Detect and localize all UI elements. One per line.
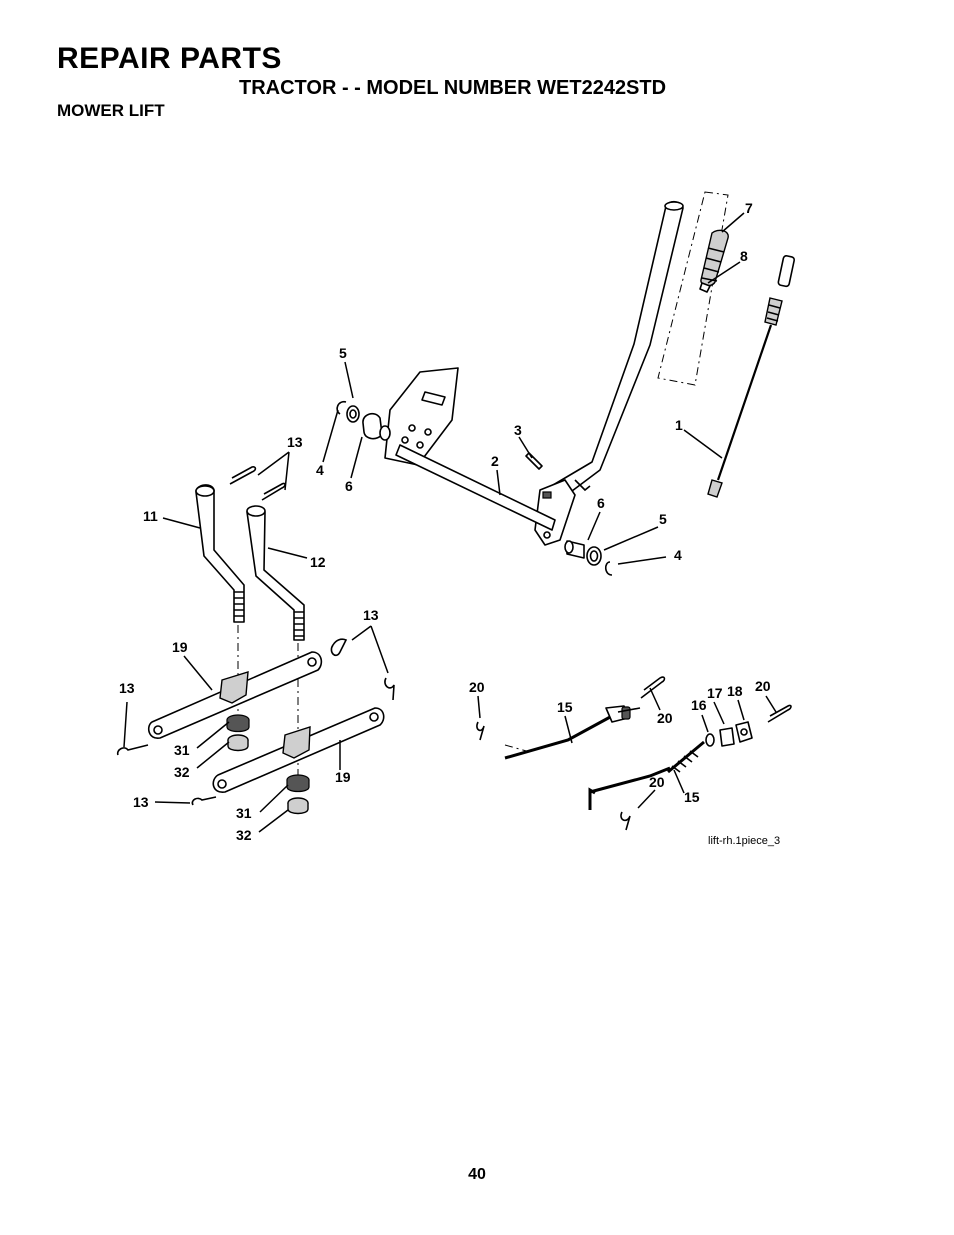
hairpin-clip-top-2 <box>261 482 286 501</box>
callout-19: 19 <box>172 639 188 655</box>
mounting-plate <box>384 367 459 466</box>
callout-20: 20 <box>755 678 771 694</box>
callout-31: 31 <box>174 742 190 758</box>
adjustment-rod-lower <box>588 740 705 810</box>
callout-12: 12 <box>310 554 326 570</box>
spacer-lower <box>286 774 310 793</box>
callout-13: 13 <box>287 434 303 450</box>
handle-grip-outline <box>657 191 729 386</box>
model-subtitle: TRACTOR - - MODEL NUMBER WET2242STD <box>239 77 667 99</box>
callout-20: 20 <box>657 710 673 726</box>
left-bushing-stack <box>336 400 391 441</box>
callout-32: 32 <box>236 827 252 843</box>
callout-2: 2 <box>491 453 499 469</box>
nut-upper <box>227 734 249 752</box>
hairpin-clip-left <box>116 744 149 756</box>
callout-8: 8 <box>740 248 748 264</box>
callout-16: 16 <box>691 697 707 713</box>
callout-20: 20 <box>469 679 485 695</box>
callout-13: 13 <box>133 794 149 810</box>
callout-1: 1 <box>675 417 683 433</box>
callout-13: 13 <box>363 607 379 623</box>
nut-17 <box>719 727 735 747</box>
hairpin-clip-bottom <box>191 796 217 806</box>
callout-4: 4 <box>316 462 324 478</box>
right-bushing-stack <box>564 540 613 576</box>
callout-31: 31 <box>236 805 252 821</box>
callout-4: 4 <box>674 547 682 563</box>
lift-shaft <box>395 444 556 531</box>
leader-lines <box>123 212 777 833</box>
hairpin-clip-mid-1 <box>330 638 348 657</box>
callout-7: 7 <box>745 200 753 216</box>
hairpin-clip-low-1 <box>476 721 485 741</box>
hairpin-clip-top-1 <box>229 466 257 485</box>
callout-18: 18 <box>727 683 743 699</box>
callout-32: 32 <box>174 764 190 780</box>
callout-3: 3 <box>514 422 522 438</box>
trunnion-18 <box>735 721 753 743</box>
page-number: 40 <box>468 1166 486 1183</box>
lift-lever <box>534 200 684 546</box>
callout-5: 5 <box>659 511 667 527</box>
lift-link-right <box>246 505 305 641</box>
callout-15: 15 <box>557 699 573 715</box>
callout-11: 11 <box>143 508 158 524</box>
page-title: REPAIR PARTS <box>57 42 282 75</box>
callout-5: 5 <box>339 345 347 361</box>
callout-15: 15 <box>684 789 700 805</box>
callout-20: 20 <box>649 774 665 790</box>
callout-6: 6 <box>345 478 353 494</box>
key <box>525 452 543 470</box>
section-heading: MOWER LIFT <box>57 101 165 120</box>
nut-lower <box>287 797 309 815</box>
adjustment-rod-upper <box>504 705 641 760</box>
hairpin-clip-low-3 <box>620 811 631 831</box>
spacer-upper <box>226 714 250 733</box>
callout-13: 13 <box>119 680 135 696</box>
hairpin-clip-mid-2 <box>384 677 395 701</box>
lift-arm-lower <box>212 707 385 793</box>
callout-17: 17 <box>707 685 723 701</box>
callout-19: 19 <box>335 769 351 785</box>
hairpin-clip-low-4 <box>767 704 792 723</box>
lift-arm-upper <box>147 651 323 739</box>
lift-link-left <box>195 484 245 623</box>
washer-16 <box>705 733 715 747</box>
callout-6: 6 <box>597 495 605 511</box>
hairpin-clip-low-2 <box>640 676 666 699</box>
lift-rod <box>707 255 796 498</box>
diagram-file-name: lift-rh.1piece_3 <box>708 835 780 847</box>
handle-grip <box>699 229 729 293</box>
